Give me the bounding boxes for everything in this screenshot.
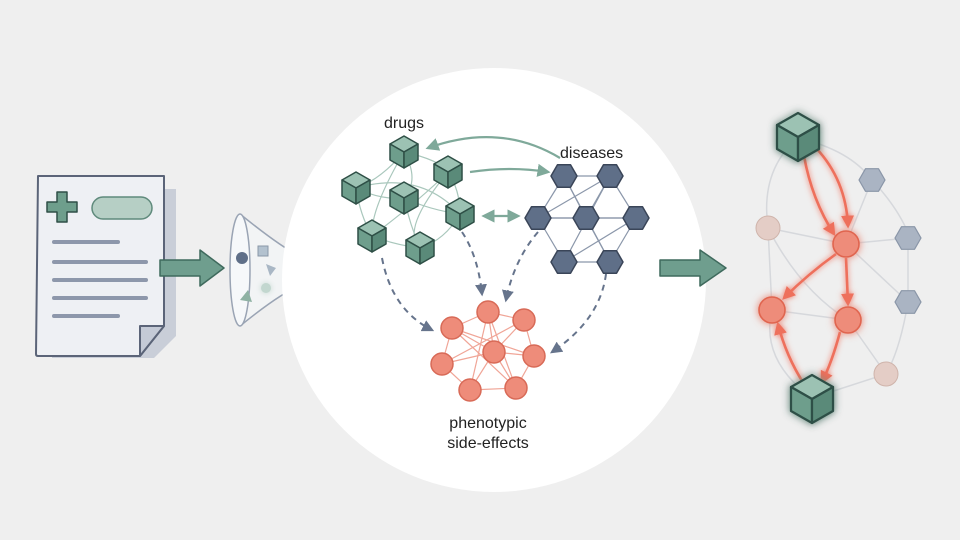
- side-effect-node: [430, 352, 454, 376]
- label-side-effects-line2: side-effects: [447, 435, 529, 452]
- drug-node: [405, 231, 435, 265]
- drug-node: [445, 197, 475, 231]
- drug-disease-links: [425, 135, 561, 223]
- side-effect-node: [504, 376, 528, 400]
- disease-node: [572, 205, 600, 231]
- path-node: [834, 306, 862, 334]
- label-drugs: drugs: [384, 115, 424, 132]
- dashed-links-to-side-effects: [381, 231, 607, 354]
- faint-node: [755, 215, 781, 241]
- side-effect-node: [482, 340, 506, 364]
- right-arrow-icon: [659, 249, 727, 287]
- disease-node: [524, 205, 552, 231]
- path-node: [832, 230, 860, 258]
- faint-node: [873, 361, 899, 387]
- drug-node: [341, 171, 371, 205]
- result-path-graph: [755, 111, 922, 425]
- faint-disease-node: [894, 226, 922, 250]
- disease-node: [622, 205, 650, 231]
- side-effect-node: [440, 316, 464, 340]
- drug-node: [357, 219, 387, 253]
- label-side-effects-line1: phenotypic: [449, 415, 526, 432]
- path-start-drug-node: [775, 111, 821, 163]
- side-effect-node: [458, 378, 482, 402]
- drug-node: [389, 181, 419, 215]
- disease-node: [596, 249, 624, 275]
- path-end-drug-node: [789, 373, 835, 425]
- clinical-document-icon: [35, 175, 176, 358]
- side-effect-node: [522, 344, 546, 368]
- disease-node: [550, 249, 578, 275]
- drug-network: [341, 135, 475, 265]
- disease-network: [524, 163, 650, 275]
- side-effect-node: [512, 308, 536, 332]
- faint-disease-node: [858, 168, 886, 192]
- right-arrow-icon: [159, 249, 225, 287]
- disease-node: [596, 163, 624, 189]
- drug-node: [389, 135, 419, 169]
- label-diseases: diseases: [560, 145, 623, 162]
- side-effect-network: [430, 300, 546, 402]
- side-effect-node: [476, 300, 500, 324]
- path-node: [758, 296, 786, 324]
- drug-node: [433, 155, 463, 189]
- faint-disease-node: [894, 290, 922, 314]
- disease-node: [550, 163, 578, 189]
